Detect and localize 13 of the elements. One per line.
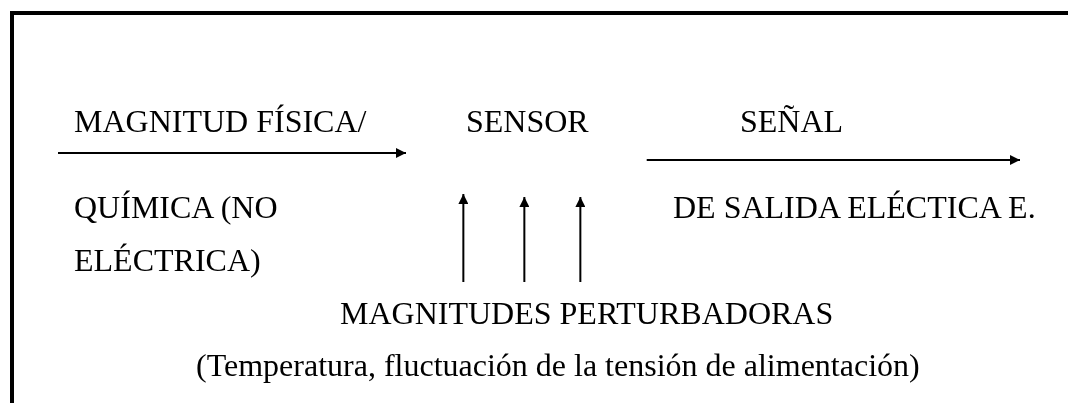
- flow-label: MAGNITUD FÍSICA/: [74, 104, 367, 138]
- flow-label: DE SALIDA ELÉCTICA E.: [673, 190, 1036, 224]
- disturbance-label: MAGNITUDES PERTURBADORAS: [340, 296, 834, 330]
- arrow: [645, 155, 1021, 165]
- flow-label: SEÑAL: [740, 104, 844, 138]
- arrow: [519, 196, 530, 283]
- note-text: (Temperatura, fluctuación de la tensión de alimentación): [196, 348, 920, 382]
- flow-label: ELÉCTRICA): [74, 243, 261, 277]
- sensor-label: SENSOR: [466, 104, 589, 138]
- flow-label: QUÍMICA (NO: [74, 190, 278, 224]
- arrow: [57, 148, 407, 158]
- arrow: [458, 193, 469, 283]
- arrow: [575, 196, 586, 283]
